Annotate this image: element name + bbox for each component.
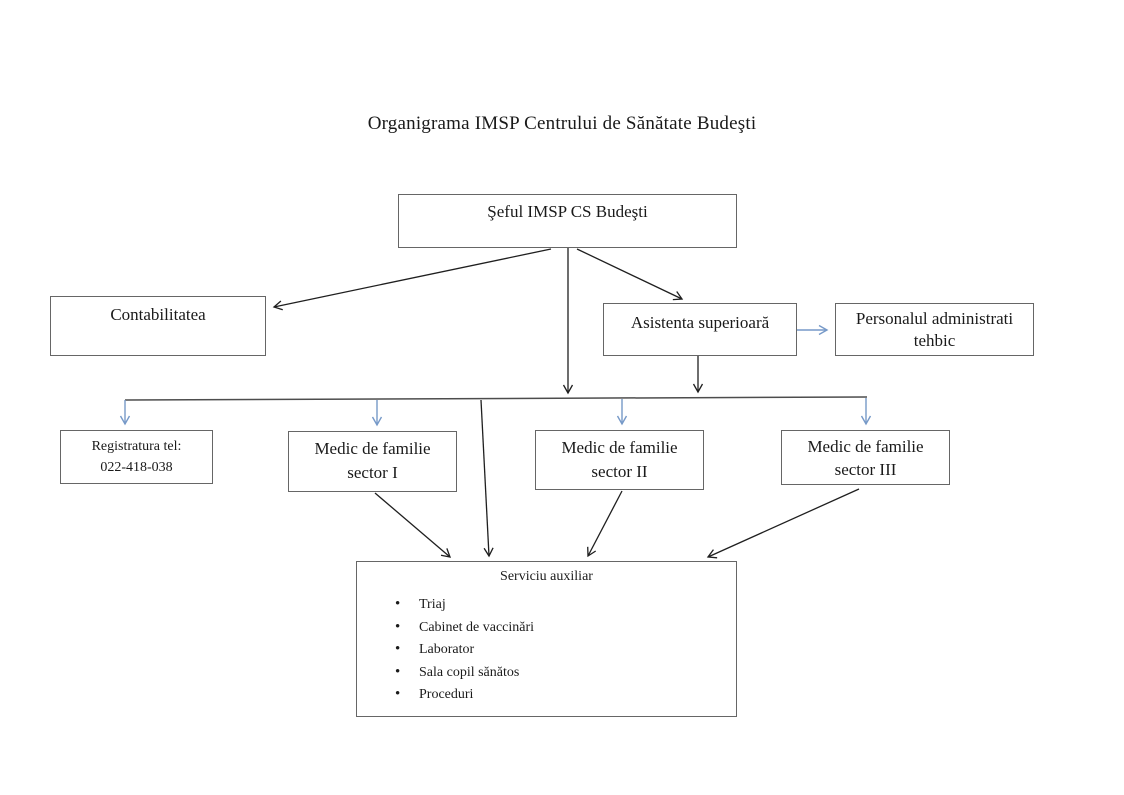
node-sector3-line2: sector III: [834, 460, 897, 479]
node-sector2-line1: Medic de familie: [561, 438, 678, 457]
list-item: Cabinet de vaccinări: [395, 620, 736, 635]
connector-bus-line: [124, 396, 868, 401]
list-item: Proceduri: [395, 687, 736, 702]
node-sector1-line1: Medic de familie: [314, 439, 431, 458]
connector-sector2-to-serviciu: [587, 490, 623, 558]
node-asistenta-superioara: Asistenta superioară: [603, 303, 797, 356]
node-sector1-line2: sector I: [347, 463, 398, 482]
node-sector3-line1: Medic de familie: [807, 437, 924, 456]
node-seful-label: Şeful IMSP CS Budeşti: [487, 202, 648, 221]
node-medic-sector-3: Medic de familie sector III: [781, 430, 950, 485]
connector-seful-to-contabilitatea: [272, 248, 552, 311]
connector-sector1-to-serviciu: [374, 492, 452, 558]
node-sector2-line2: sector II: [591, 462, 648, 481]
node-registratura-phone: 022-418-038: [100, 460, 173, 475]
node-personalul-administrativ: Personalul administrati tehbic: [835, 303, 1034, 356]
node-contabilitatea: Contabilitatea: [50, 296, 266, 356]
connector-seful-to-asistenta: [576, 248, 684, 301]
node-serviciu-title: Serviciu auxiliar: [500, 569, 593, 584]
connector-bus-to-serviciu: [480, 399, 494, 558]
page-title: Organigrama IMSP Centrului de Sănătate B…: [367, 113, 757, 134]
list-item: Laborator: [395, 642, 736, 657]
node-asistenta-label: Asistenta superioară: [630, 313, 770, 332]
node-personalul-line1: Personalul administrati: [855, 309, 1014, 328]
node-personalul-line2: tehbic: [913, 331, 956, 350]
node-medic-sector-2: Medic de familie sector II: [535, 430, 704, 490]
serviciu-items-list: Triaj Cabinet de vaccinări Laborator Sal…: [395, 597, 736, 702]
node-registratura: Registratura tel: 022-418-038: [60, 430, 213, 484]
node-serviciu-auxiliar: Serviciu auxiliar Triaj Cabinet de vacci…: [356, 561, 737, 717]
list-item: Sala copil sănătos: [395, 665, 736, 680]
node-medic-sector-1: Medic de familie sector I: [288, 431, 457, 492]
connector-sector3-to-serviciu: [706, 488, 860, 559]
node-registratura-line1: Registratura tel:: [91, 439, 182, 454]
list-item: Triaj: [395, 597, 736, 612]
node-seful-imsp: Şeful IMSP CS Budeşti: [398, 194, 737, 248]
node-contabilitatea-label: Contabilitatea: [110, 305, 206, 324]
